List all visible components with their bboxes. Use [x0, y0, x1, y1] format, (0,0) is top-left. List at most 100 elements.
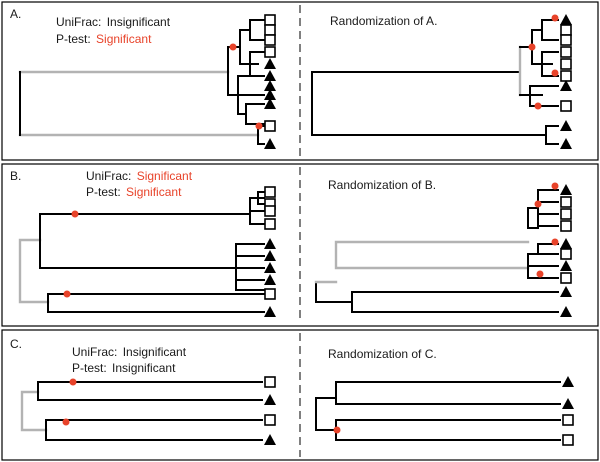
tree-a-observed [18, 19, 265, 145]
open-square-icon [560, 272, 572, 284]
branch [527, 243, 559, 279]
panel-c-ptest-result: Insignificant [112, 361, 176, 375]
branch [249, 191, 265, 225]
filled-triangle-icon [264, 238, 276, 249]
filled-triangle-icon [264, 434, 276, 445]
panel-c-randomization-title: Randomization of C. [328, 347, 437, 361]
branch [45, 419, 263, 441]
branch [315, 381, 561, 431]
filled-triangle-icon [562, 398, 574, 409]
open-square-icon [560, 220, 572, 232]
node-marker [333, 426, 341, 434]
branch [315, 419, 561, 441]
filled-triangle-icon [264, 250, 276, 261]
panel-b-unifrac-text: UniFrac: Significant [86, 169, 193, 183]
panel-c-ptest-text: P-test: Insignificant [72, 361, 176, 375]
open-square-icon [264, 205, 276, 217]
filled-triangle-icon [264, 306, 276, 317]
node-marker [551, 182, 559, 190]
node-marker [528, 43, 536, 51]
open-square-icon [560, 24, 572, 36]
open-square-icon [560, 196, 572, 208]
filled-triangle-icon [560, 80, 572, 91]
tree-c-observed [20, 378, 263, 441]
filled-triangle-icon [264, 138, 276, 149]
panel-a-ptest-label: P-test: [56, 32, 91, 46]
tree-b-randomized [314, 182, 559, 313]
filled-triangle-icon [560, 306, 572, 317]
branch [311, 71, 559, 145]
open-square-icon [560, 100, 572, 112]
panel-b: B. UniFrac: Significant P-test: Signific… [1, 163, 599, 327]
node-marker [69, 378, 77, 386]
open-square-icon [264, 46, 276, 58]
open-square-icon [562, 434, 574, 446]
open-square-icon [560, 208, 572, 220]
panel-a-unifrac-text: UniFrac: Insignificant [56, 15, 171, 29]
node-marker [255, 122, 263, 130]
filled-triangle-icon [560, 286, 572, 297]
node-marker [551, 69, 559, 77]
filled-triangle-icon [560, 260, 572, 271]
panel-c-letter: C. [10, 337, 22, 351]
filled-triangle-icon [264, 262, 276, 273]
filled-triangle-icon [560, 14, 572, 25]
open-square-icon [264, 14, 276, 26]
panel-a-unifrac-result: Insignificant [107, 15, 171, 29]
panel-b-unifrac-label: UniFrac: [86, 169, 131, 183]
branch [47, 293, 265, 313]
branch [527, 189, 559, 229]
panel-c-ptest-label: P-test: [72, 361, 107, 375]
panel-a-randomization-title: Randomization of A. [330, 14, 437, 28]
open-square-icon [560, 248, 572, 260]
filled-triangle-icon [264, 58, 276, 69]
panel-b-ptest-label: P-test: [86, 185, 121, 199]
branch [314, 240, 530, 284]
open-square-icon [264, 34, 276, 46]
open-square-icon [264, 414, 276, 426]
filled-triangle-icon [560, 238, 572, 249]
panel-b-letter: B. [10, 169, 21, 183]
open-square-icon [560, 58, 572, 70]
node-marker [536, 270, 544, 278]
panel-a-frame [1, 1, 599, 161]
panel-c: C. UniFrac: Insignificant P-test: Insign… [1, 329, 599, 461]
open-square-icon [562, 414, 574, 426]
open-square-icon [560, 46, 572, 58]
tree-c-randomized [315, 381, 561, 441]
panel-b-randomization-title: Randomization of B. [328, 178, 436, 192]
filled-triangle-icon [264, 70, 276, 81]
branch [235, 243, 265, 291]
filled-triangle-icon [264, 394, 276, 405]
filled-triangle-icon [562, 376, 574, 387]
panel-a: A. UniFrac: Insignificant P-test: Signif… [1, 1, 599, 161]
node-marker [71, 210, 79, 218]
panel-b-ptest-result: Significant [126, 185, 182, 199]
filled-triangle-icon [264, 274, 276, 285]
open-square-icon [264, 186, 276, 198]
open-square-icon [264, 288, 276, 300]
branch [315, 281, 559, 313]
open-square-icon [264, 218, 276, 230]
open-square-icon [264, 376, 276, 388]
node-marker [63, 290, 71, 298]
panel-b-unifrac-result: Significant [137, 169, 193, 183]
panel-c-frame [1, 329, 599, 461]
panel-b-frame [1, 163, 599, 327]
tree-b-observed [18, 191, 265, 313]
open-square-icon [560, 70, 572, 82]
node-marker [534, 102, 542, 110]
filled-triangle-icon [264, 89, 276, 100]
node-marker [229, 43, 237, 51]
branch [39, 213, 251, 269]
panel-c-unifrac-label: UniFrac: [72, 345, 117, 359]
branch [20, 390, 48, 432]
filled-triangle-icon [264, 98, 276, 109]
panel-b-ptest-text: P-test: Significant [86, 185, 182, 199]
panel-a-ptest-result: Significant [96, 32, 152, 46]
node-marker [62, 418, 70, 426]
branch [519, 85, 559, 107]
filled-triangle-icon [560, 138, 572, 149]
node-marker [534, 200, 542, 208]
